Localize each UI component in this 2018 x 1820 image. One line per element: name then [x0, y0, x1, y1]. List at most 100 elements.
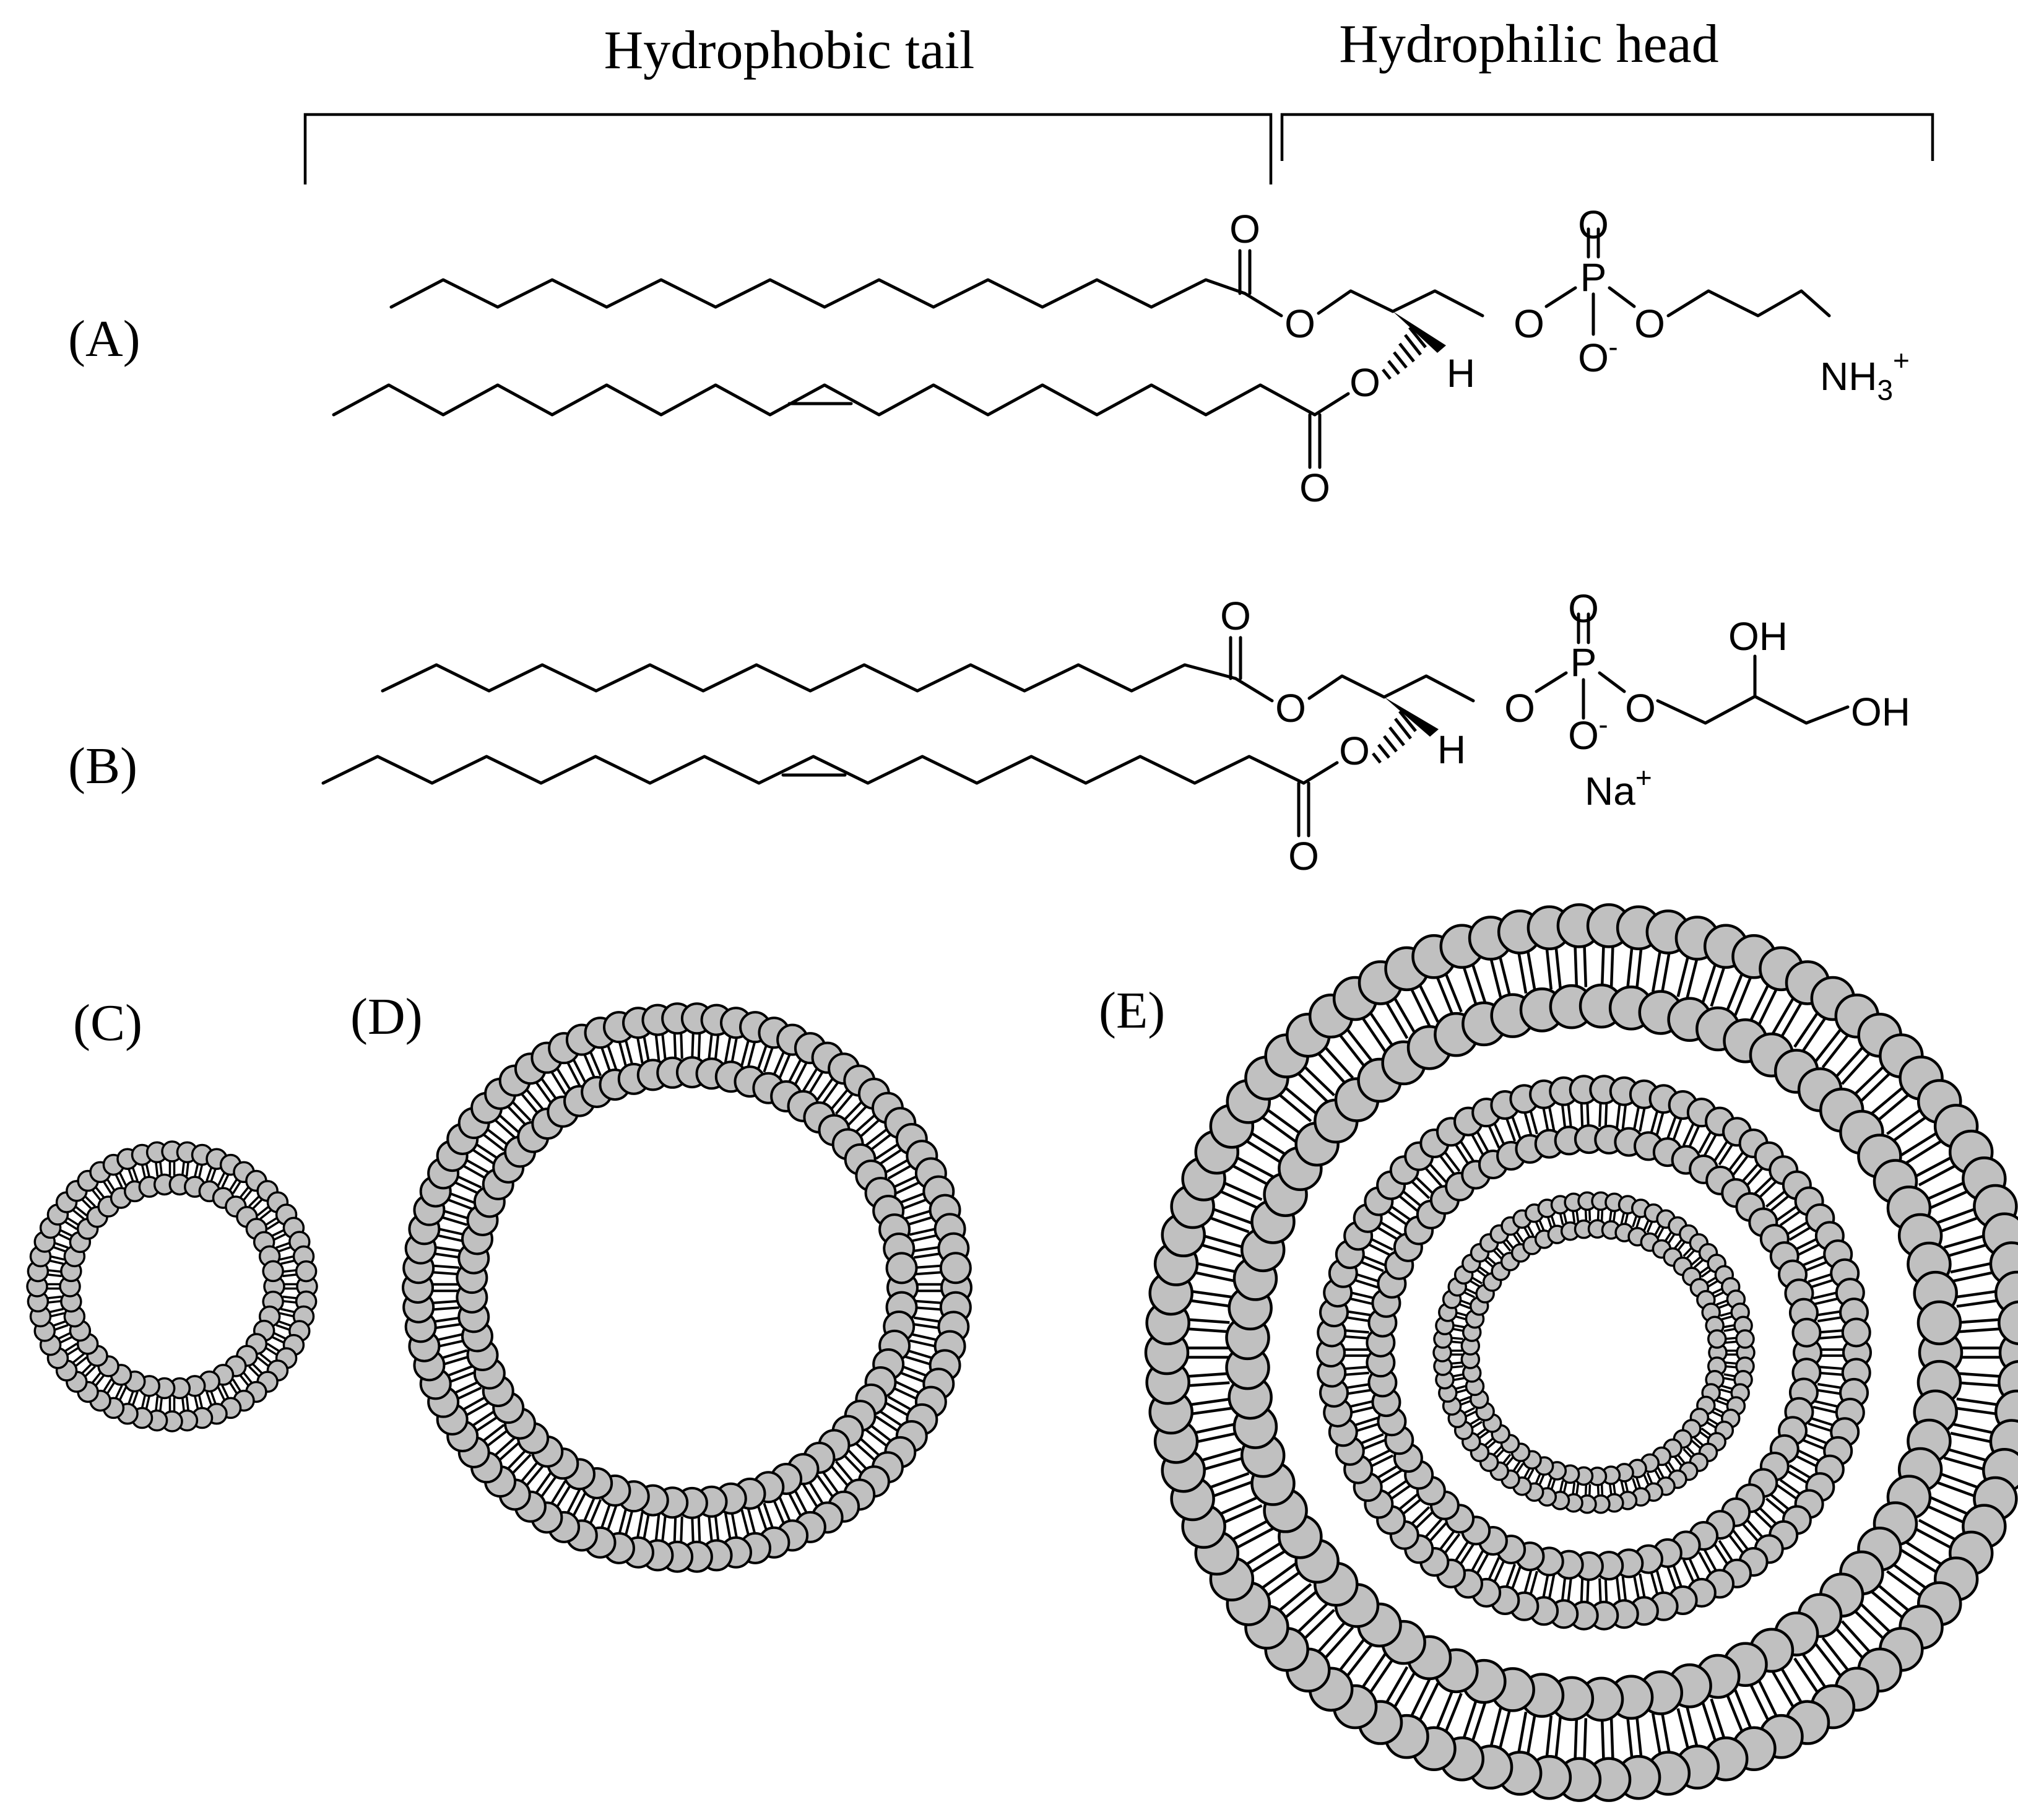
lipid-tail — [847, 1449, 868, 1471]
lipid-tail — [1386, 1479, 1408, 1496]
lipid-tail — [1361, 1652, 1387, 1689]
lipid-tail — [1713, 1291, 1725, 1299]
lipid-tail — [1721, 1315, 1734, 1321]
lipid-tail — [1776, 1205, 1798, 1221]
lipid-tail — [1208, 1216, 1250, 1234]
lipid-tail — [1454, 1143, 1470, 1166]
lipid-tail — [901, 1365, 928, 1377]
lipid-tail — [1676, 1241, 1686, 1252]
lipid-tail — [879, 1148, 903, 1166]
lipid-tail — [1754, 1510, 1773, 1530]
lipid-tail — [256, 1356, 271, 1368]
lipid-tail — [1604, 1578, 1608, 1603]
lipid-tail — [909, 1228, 937, 1236]
lipid-head — [1735, 1329, 1755, 1349]
lipid-tail — [1711, 1287, 1723, 1295]
lipid-tail — [248, 1195, 261, 1207]
lipid-tail — [606, 1504, 618, 1532]
lipid-tail — [1470, 1133, 1485, 1156]
lipid-tail — [1548, 1105, 1556, 1131]
lipid-tail — [680, 1516, 683, 1544]
lipid-tail — [1859, 1071, 1892, 1103]
lipid-tail — [154, 1161, 159, 1177]
lipid-tail — [1465, 1287, 1477, 1295]
lipid-tail — [1821, 1637, 1850, 1673]
lipid-tail — [1355, 1273, 1380, 1283]
lipid-tail — [1624, 1212, 1629, 1225]
lipid-tail — [74, 1205, 88, 1216]
lipid-tail — [1757, 987, 1778, 1027]
lipid-tail — [673, 1031, 677, 1059]
lipid-tail — [1779, 1000, 1804, 1039]
lipid-tail — [854, 1113, 877, 1133]
lipid-tail — [661, 1033, 667, 1060]
lipid-tail — [1235, 1155, 1275, 1179]
bilayer-d — [402, 1002, 972, 1573]
lipid-tail — [1600, 944, 1605, 987]
lipid-tail — [84, 1366, 96, 1378]
lipid-tail — [1574, 1717, 1578, 1761]
amine-group-a: NH3+ — [1820, 344, 1910, 406]
bilayer-e-middle — [1316, 1075, 1872, 1631]
lipid-tail — [242, 1188, 254, 1202]
lipid-tail — [1529, 1571, 1538, 1596]
charge-o-minus-a: - — [1608, 331, 1617, 363]
lipid-tail — [1905, 1541, 1944, 1566]
lipid-tail — [1471, 1276, 1483, 1285]
molecule-b-phosphatidylglycerol: O O O O H O P O O - O OH OH Na+ — [321, 586, 1910, 878]
lipid-tail — [1463, 1291, 1475, 1299]
atom-o-carbonyl-a: O — [1229, 207, 1260, 251]
lipid-tail — [1946, 1447, 1988, 1462]
lipid-tail — [1620, 1211, 1626, 1224]
lipid-tail — [1765, 1189, 1786, 1208]
lipid-tail — [519, 1092, 540, 1115]
lipid-tail — [1667, 1233, 1676, 1245]
lipid-tail — [887, 1164, 913, 1180]
lipid-tail — [1489, 957, 1503, 1000]
lipid-tail — [1765, 1497, 1786, 1516]
lipid-tail — [859, 1437, 881, 1457]
lipid-tail — [1676, 1454, 1686, 1465]
lipid-tail — [498, 1442, 520, 1462]
lipid-tail — [193, 1395, 199, 1410]
molecule-b-carbonyl-upper — [1229, 636, 1242, 680]
lipid-tail — [1450, 1361, 1463, 1365]
lipid-tail — [1218, 1189, 1259, 1210]
lipid-tail — [708, 1515, 713, 1543]
lipid-tail — [251, 1198, 264, 1210]
lipid-tail — [1720, 1311, 1733, 1317]
hydroxyl-upper-b: OH — [1728, 614, 1788, 659]
lipid-tail — [1452, 1373, 1465, 1378]
lipid-tail — [280, 1307, 296, 1314]
lipid-tail — [1841, 1620, 1872, 1654]
lipid-tail — [1801, 1016, 1827, 1053]
lipid-tail — [904, 1209, 932, 1220]
lipid-tail — [1208, 1471, 1250, 1489]
lipid-tail — [1526, 1468, 1535, 1481]
lipid-tail — [1900, 1131, 1939, 1156]
bilayer-e-outer — [1144, 903, 2018, 1802]
lipid-tail — [887, 1395, 913, 1411]
lipid-tail — [431, 1299, 459, 1304]
lipid-tail — [1193, 1271, 1236, 1283]
lipid-tail — [118, 1387, 127, 1402]
lipid-tail — [1664, 1463, 1673, 1475]
lipid-tail — [1859, 1602, 1892, 1634]
lipid-tail — [106, 1380, 116, 1395]
lipid-tail — [1187, 1318, 1230, 1324]
molecule-b-upper-chain — [381, 663, 1237, 693]
lipid-tail — [1401, 1497, 1423, 1516]
lipid-tail — [141, 1393, 147, 1410]
lipid-tail — [1745, 1166, 1764, 1187]
lipid-tail — [1414, 1176, 1434, 1195]
lipid-tail — [643, 1513, 651, 1540]
lipid-tail — [1671, 1117, 1683, 1142]
panel-label-c: (C) — [73, 994, 142, 1052]
lipid-tail — [1450, 1340, 1463, 1344]
lipid-tail — [1296, 1602, 1329, 1634]
lipid-tail — [1370, 1237, 1394, 1251]
lipid-head — [1998, 1300, 2018, 1345]
lipid-tail — [1711, 1410, 1723, 1418]
lipid-tail — [697, 1516, 701, 1544]
lipid-tail — [787, 1492, 803, 1517]
